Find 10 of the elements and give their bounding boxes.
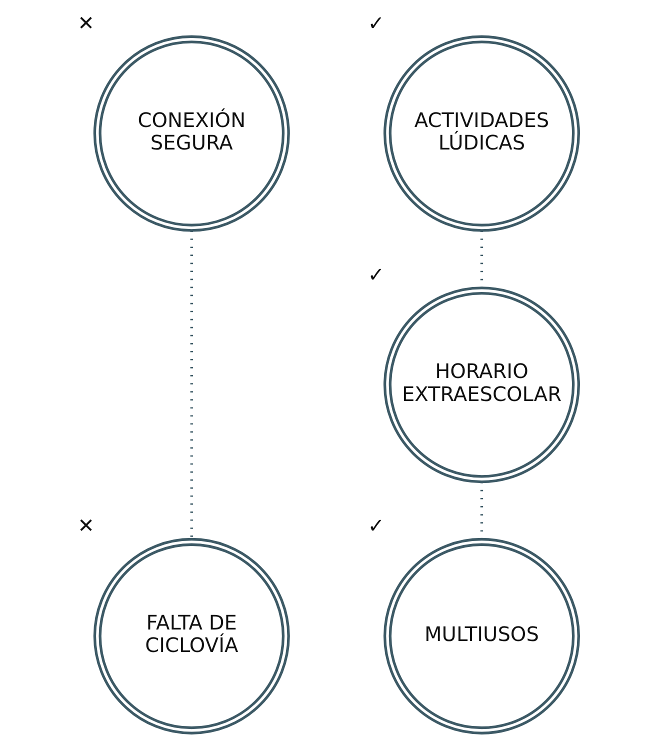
node-label: ✕	[78, 10, 94, 35]
node-circle: MULTIUSOS	[383, 538, 580, 734]
node-circle: HORARIO EXTRAESCOLAR	[383, 286, 580, 484]
node-circle: FALTA DE CICLOVÍA	[93, 538, 290, 734]
node-label: ✕	[78, 514, 94, 538]
node-label: ✓	[368, 514, 385, 538]
node-label: ✓	[368, 10, 385, 35]
node-label: ✓	[368, 262, 385, 286]
node-circle: ACTIVIDADES LÚDICAS	[383, 35, 580, 232]
node-circle: CONEXIÓN SEGURA	[93, 35, 290, 232]
